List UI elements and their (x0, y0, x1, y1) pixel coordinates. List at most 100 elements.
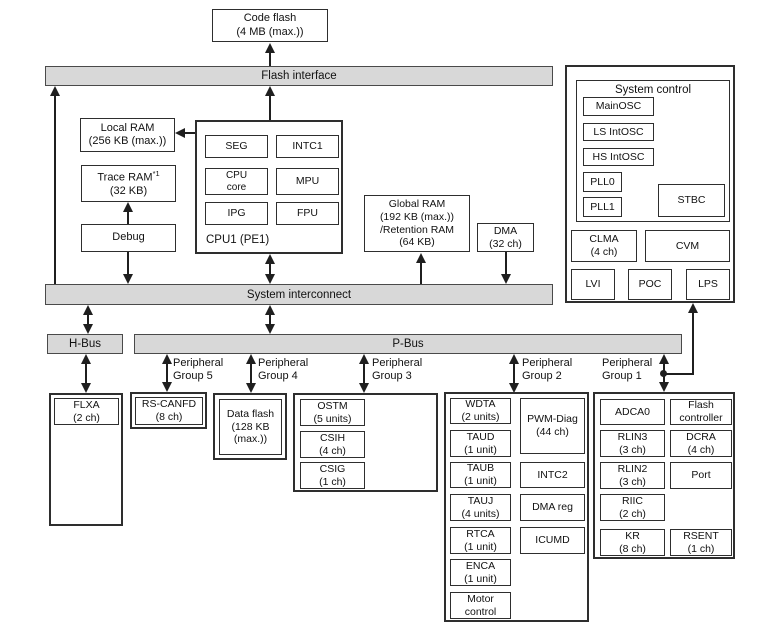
label-line: (256 KB (max.)) (88, 135, 167, 147)
code-flash-box: Code flash (4 MB (max.)) (212, 9, 328, 42)
motor-control-box: Motor control (450, 592, 511, 619)
icumd-box: ICUMD (520, 527, 585, 554)
label-line: (2 ch) (73, 411, 100, 424)
label-line: (4 ch) (687, 443, 715, 456)
connector-debug-traceram (127, 211, 129, 224)
label-line: (1 unit) (464, 540, 497, 553)
label-line: (4 ch) (590, 246, 618, 258)
label-line: (max.)) (233, 433, 268, 446)
label-line: H-Bus (69, 338, 101, 350)
connector-sysint-hbus (87, 314, 89, 324)
label-line: (192 KB (max.)) (379, 210, 455, 223)
connector-debug-sysint (127, 252, 129, 274)
label-line: CVM (675, 239, 700, 252)
peripheral-group-1-label: Peripheral Group 1 (602, 357, 652, 383)
poc-box: POC (628, 269, 672, 300)
label-line: CSIH (319, 431, 346, 444)
label-line: INTC1 (292, 140, 323, 153)
label-line: OSTM (317, 399, 348, 412)
label-line: CSIG (319, 462, 346, 475)
arrowhead-up-left-bus (50, 86, 60, 96)
label-line: INTC2 (537, 468, 568, 481)
label-line: (4 MB (max.)) (236, 25, 304, 38)
arrowhead-up-flash-interface (265, 86, 275, 96)
arrowhead-down-pbus (265, 324, 275, 334)
label-line: (1 ch) (687, 542, 715, 555)
label-line: Local RAM (100, 121, 155, 134)
label-line: (5 units) (313, 412, 352, 425)
clma-box: CLMA (4 ch) (571, 230, 637, 262)
arrowhead-down-group2 (509, 383, 519, 393)
intc2-box: INTC2 (520, 462, 585, 488)
wdta-box: WDTA (2 units) (450, 398, 511, 424)
arrowhead-down-sysint-cpu1 (265, 274, 275, 284)
label-line: MPU (295, 175, 320, 188)
label-line: Group 3 (372, 369, 412, 382)
label-line: ADCA0 (614, 405, 650, 418)
enca-box: ENCA (1 unit) (450, 559, 511, 586)
label-line: (32 ch) (489, 237, 522, 250)
label-line: (8 ch) (619, 542, 646, 555)
rlin3-box: RLIN3 (3 ch) (600, 430, 665, 457)
connector-dma-sysint (505, 252, 507, 274)
arrowhead-down-group4 (246, 383, 256, 393)
arrowhead-up-code-flash (265, 43, 275, 53)
label-line: LVI (585, 278, 601, 291)
arrowhead-down-group5 (162, 382, 172, 392)
mpu-box: MPU (276, 168, 339, 195)
connector-pbus-group5 (166, 363, 168, 382)
peripheral-group-4-label: Peripheral Group 4 (258, 357, 308, 383)
rs-canfd-box: RS-CANFD (8 ch) (135, 397, 203, 425)
system-interconnect-bar: System interconnect (45, 284, 553, 305)
label-line: Port (691, 469, 711, 482)
cpu-core-box: CPU core (205, 168, 268, 195)
arrowhead-up-system-control (688, 303, 698, 313)
label-line: PWM-Diag (527, 413, 578, 426)
global-ram-box: Global RAM (192 KB (max.)) /Retention RA… (364, 195, 470, 252)
arrowhead-down-flxa (81, 383, 91, 393)
pll1-box: PLL1 (583, 197, 622, 217)
cpu1-block: SEG INTC1 CPU core MPU IPG FPU CPU1 (PE1… (195, 120, 343, 254)
connector-group1-sysctrl-v (692, 311, 694, 375)
connector-pbus-group4 (250, 363, 252, 383)
label-line: Peripheral (522, 357, 573, 369)
label-line: DCRA (686, 430, 716, 443)
csig-box: CSIG (1 ch) (300, 462, 365, 489)
arrowhead-up-cpu1 (265, 254, 275, 264)
hs-intosc-box: HS IntOSC (583, 148, 654, 166)
intc1-box: INTC1 (276, 135, 339, 158)
flxa-container: FLXA (2 ch) (49, 393, 123, 526)
label-line: ICUMD (535, 534, 570, 547)
label-line: KR (625, 529, 640, 542)
label-line: Motor (467, 592, 494, 605)
label-line: RLIN3 (617, 430, 648, 443)
trace-ram-box: Trace RAM*1 (32 KB) (81, 165, 176, 202)
connector-pbus-group3 (363, 363, 365, 383)
arrowhead-up-pbus-group2 (509, 354, 519, 364)
label-line: /Retention RAM (379, 223, 455, 236)
label-line: (4 ch) (319, 444, 346, 457)
label-line: Group 4 (258, 369, 298, 382)
label-line: FPU (297, 207, 318, 220)
label-line: FLXA (73, 398, 100, 411)
rs-canfd-container: RS-CANFD (8 ch) (130, 392, 207, 429)
junction-dot-group1 (660, 370, 667, 377)
label-line: Peripheral (258, 357, 309, 369)
connector-hbus-flxa (85, 363, 87, 383)
label-line: DMA (493, 224, 518, 237)
label-line: SEG (225, 140, 248, 153)
adca0-box: ADCA0 (600, 399, 665, 425)
label-line: RTCA (466, 527, 495, 540)
label-line: Peripheral (372, 357, 423, 369)
group2-container: WDTA (2 units) TAUD (1 unit) TAUB (1 uni… (444, 392, 589, 622)
label-line: RIIC (622, 494, 643, 507)
peripheral-group-5-label: Peripheral Group 5 (173, 357, 223, 383)
connector-cpu1-sysint (269, 263, 271, 274)
label-line: (64 KB) (399, 236, 435, 249)
arrowhead-down-sysint-debug (123, 274, 133, 284)
label-line: POC (638, 278, 662, 291)
label-line: MainOSC (595, 100, 642, 113)
label-line: TAUJ (467, 494, 494, 507)
label-line: P-Bus (392, 338, 424, 350)
dma-box: DMA (32 ch) (477, 223, 534, 252)
